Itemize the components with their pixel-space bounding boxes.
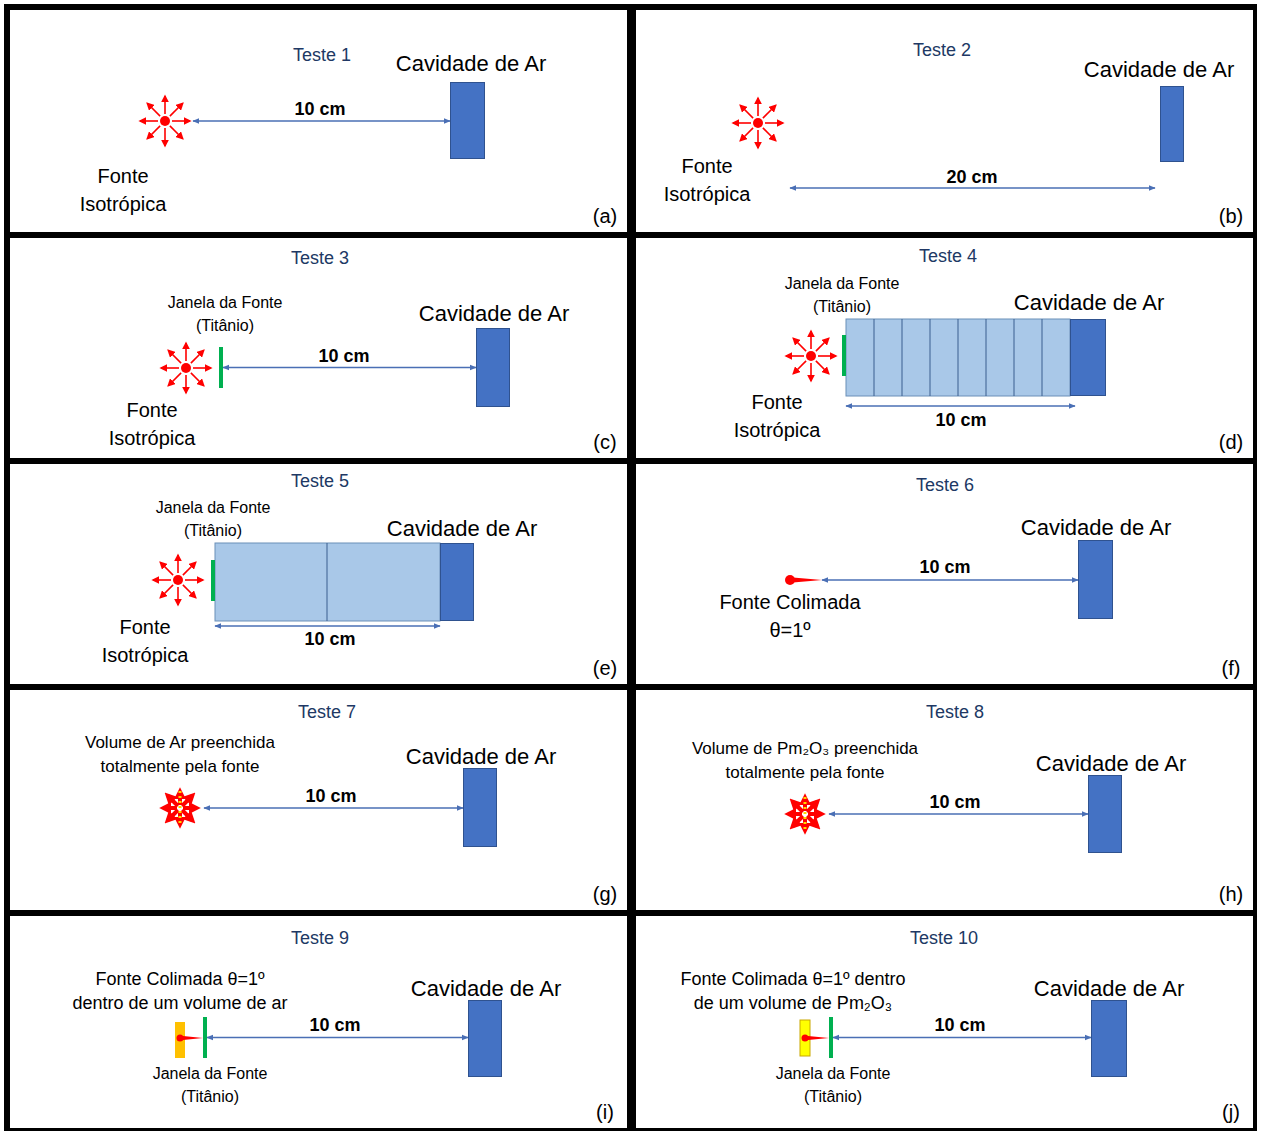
source-region: Fonte Isotrópica xyxy=(158,340,214,396)
source-window: Janela da Fonte (Titânio) xyxy=(211,560,215,601)
window-label: Janela da Fonte (Titânio) xyxy=(140,1062,280,1108)
test-title: Teste 5 xyxy=(250,470,390,492)
dimension-label: 20 cm xyxy=(937,167,1007,187)
source-label: Fonte Colimada θ=1º dentro de um volume … xyxy=(671,967,916,1015)
source-label: Fonte Colimada θ=1º dentro de um volume … xyxy=(68,967,293,1015)
distance-label: 10 cm xyxy=(920,792,990,812)
air-cavity: Cavidade de Ar xyxy=(1091,1000,1127,1077)
source-label: Fonte Isotrópica xyxy=(92,396,212,452)
distance-arrow xyxy=(833,1037,1091,1039)
panel-letter: (f) xyxy=(1211,656,1251,680)
distance-label: 10 cm xyxy=(910,557,980,577)
test-title: Teste 3 xyxy=(250,247,390,269)
panel-letter: (i) xyxy=(585,1100,625,1124)
cavity-label: Cavidade de Ar xyxy=(372,516,552,542)
panel-letter: (b) xyxy=(1211,204,1251,228)
source-region: Volume de Ar preenchida totalmente pela … xyxy=(156,784,204,832)
panel-letter: (d) xyxy=(1211,430,1251,454)
air-cavity: Cavidade de Ar xyxy=(440,543,474,621)
test-panel: Teste 1 (a) Fonte Isotrópica Cavidade de Ar xyxy=(10,10,627,232)
test-panel: Teste 2 (b) Fonte Isotrópica Cavidade de Ar xyxy=(636,10,1253,232)
test-title: Teste 8 xyxy=(885,701,1025,723)
cavity-label: Cavidade de Ar xyxy=(391,744,571,770)
source-label: Fonte Isotrópica xyxy=(85,613,205,669)
source-window: Janela da Fonte (Titânio) xyxy=(842,335,846,376)
source-region: Fonte Isotrópica xyxy=(150,552,206,608)
distance-arrow xyxy=(204,807,463,809)
source-label: Volume de Ar preenchida totalmente pela … xyxy=(58,731,303,779)
panel-letter: (j) xyxy=(1211,1100,1251,1124)
source-window: Janela da Fonte (Titânio) xyxy=(203,1017,207,1058)
test-title: Teste 2 xyxy=(872,39,1012,61)
cavity-label: Cavidade de Ar xyxy=(1019,976,1199,1002)
air-cavity: Cavidade de Ar xyxy=(468,1000,502,1077)
source-label: Volume de Pm₂O₃ preenchida totalmente pe… xyxy=(683,737,928,785)
panel-letter: (h) xyxy=(1211,882,1251,906)
window-label: Janela da Fonte (Titânio) xyxy=(143,496,283,542)
air-cavity: Cavidade de Ar xyxy=(1070,319,1106,396)
air-cavity: Cavidade de Ar xyxy=(1160,86,1184,162)
air-cavity: Cavidade de Ar xyxy=(1078,540,1113,619)
source-region: Volume de Pm₂O₃ preenchida totalmente pe… xyxy=(781,790,829,838)
test-title: Teste 1 xyxy=(252,44,392,66)
source-label: Fonte Colimada θ=1º xyxy=(710,588,870,644)
test-title: Teste 6 xyxy=(875,474,1015,496)
window-label: Janela da Fonte (Titânio) xyxy=(763,1062,903,1108)
distance-arrow xyxy=(193,120,450,122)
source-label: Fonte Isotrópica xyxy=(647,152,767,208)
dimension-label: 10 cm xyxy=(926,410,996,430)
test-title: Teste 4 xyxy=(878,245,1018,267)
distance-label: 10 cm xyxy=(296,786,366,806)
cavity-label: Cavidade de Ar xyxy=(404,301,584,327)
test-title: Teste 9 xyxy=(250,927,390,949)
source-region: Fonte Isotrópica xyxy=(730,95,786,151)
panel-letter: (a) xyxy=(585,204,625,228)
distance-arrow xyxy=(822,579,1078,581)
air-cavity: Cavidade de Ar xyxy=(476,328,510,407)
distance-label: 10 cm xyxy=(925,1015,995,1035)
dimension-label: 10 cm xyxy=(295,629,365,649)
source-region: Fonte Colimada θ=1º dentro de um volume … xyxy=(800,1020,829,1056)
distance-label: 10 cm xyxy=(300,1015,370,1035)
panel-letter: (e) xyxy=(585,656,625,680)
source-window: Janela da Fonte (Titânio) xyxy=(829,1017,833,1058)
panel-letter: (g) xyxy=(585,882,625,906)
cavity-label: Cavidade de Ar xyxy=(1006,515,1186,541)
window-label: Janela da Fonte (Titânio) xyxy=(772,272,912,318)
source-label: Fonte Isotrópica xyxy=(63,162,183,218)
air-cavity: Cavidade de Ar xyxy=(450,82,485,159)
source-region: Fonte Colimada θ=1º dentro de um volume … xyxy=(175,1022,203,1058)
source-label: Fonte Isotrópica xyxy=(717,388,837,444)
air-cavity: Cavidade de Ar xyxy=(1088,775,1122,853)
test-title: Teste 10 xyxy=(874,927,1014,949)
distance-arrow xyxy=(829,813,1088,815)
source-region: Fonte Isotrópica xyxy=(137,93,193,149)
cavity-label: Cavidade de Ar xyxy=(1021,751,1201,777)
window-label: Janela da Fonte (Titânio) xyxy=(155,291,295,337)
source-window: Janela da Fonte (Titânio) xyxy=(219,347,223,388)
distance-label: 10 cm xyxy=(285,99,355,119)
distance-label: 10 cm xyxy=(309,346,379,366)
air-cavity: Cavidade de Ar xyxy=(463,768,497,847)
cavity-label: Cavidade de Ar xyxy=(381,51,561,77)
cavity-label: Cavidade de Ar xyxy=(999,290,1179,316)
test-title: Teste 7 xyxy=(257,701,397,723)
source-region: Fonte Colimada θ=1º xyxy=(785,574,822,586)
cavity-label: Cavidade de Ar xyxy=(1069,57,1249,83)
source-region: Fonte Isotrópica xyxy=(783,328,839,384)
cavity-label: Cavidade de Ar xyxy=(396,976,576,1002)
panel-letter: (c) xyxy=(585,430,625,454)
distance-arrow xyxy=(207,1037,468,1039)
distance-arrow xyxy=(223,367,476,369)
test-panel: Teste 5 (e) Janela da Fonte (Titânio) Fonte… xyxy=(10,464,627,684)
